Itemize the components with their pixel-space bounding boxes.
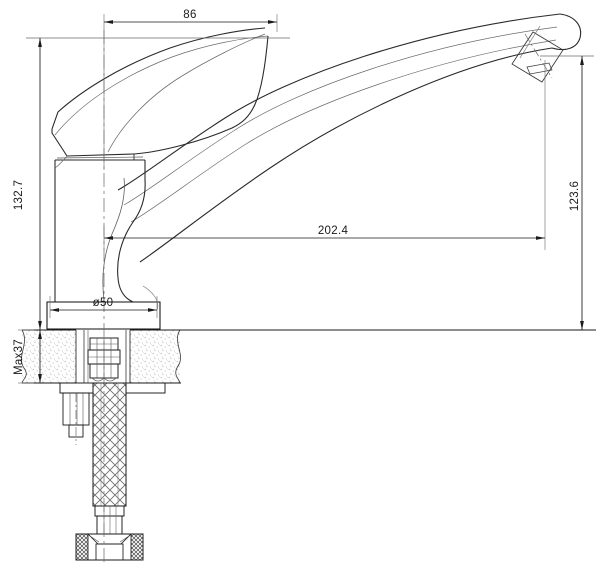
dimension-86: 86 xyxy=(103,9,278,170)
aerator xyxy=(511,25,564,83)
dimension-label-86: 86 xyxy=(183,9,196,21)
dimension-label-123-6: 123.6 xyxy=(569,181,581,211)
dimension-123-6: 123.6 xyxy=(540,55,594,330)
swivel-spout xyxy=(117,13,582,263)
hose-coupling xyxy=(75,533,144,561)
dimension-132-7: 132.7 xyxy=(13,37,290,330)
dimension-label-132-7: 132.7 xyxy=(13,180,25,210)
lever-handle xyxy=(51,27,269,169)
cartridge-housing xyxy=(54,159,160,303)
dimension-label-diameter-50: ø50 xyxy=(93,297,114,309)
dimension-diameter-50: ø50 xyxy=(49,285,159,318)
dimension-202-4: 202.4 xyxy=(103,60,546,250)
dimension-max37: Max37 xyxy=(13,329,42,384)
braided-hose xyxy=(92,382,127,535)
dimension-label-max37: Max37 xyxy=(13,339,25,375)
dimension-label-202-4: 202.4 xyxy=(318,225,349,237)
mounting-flange xyxy=(46,301,161,330)
